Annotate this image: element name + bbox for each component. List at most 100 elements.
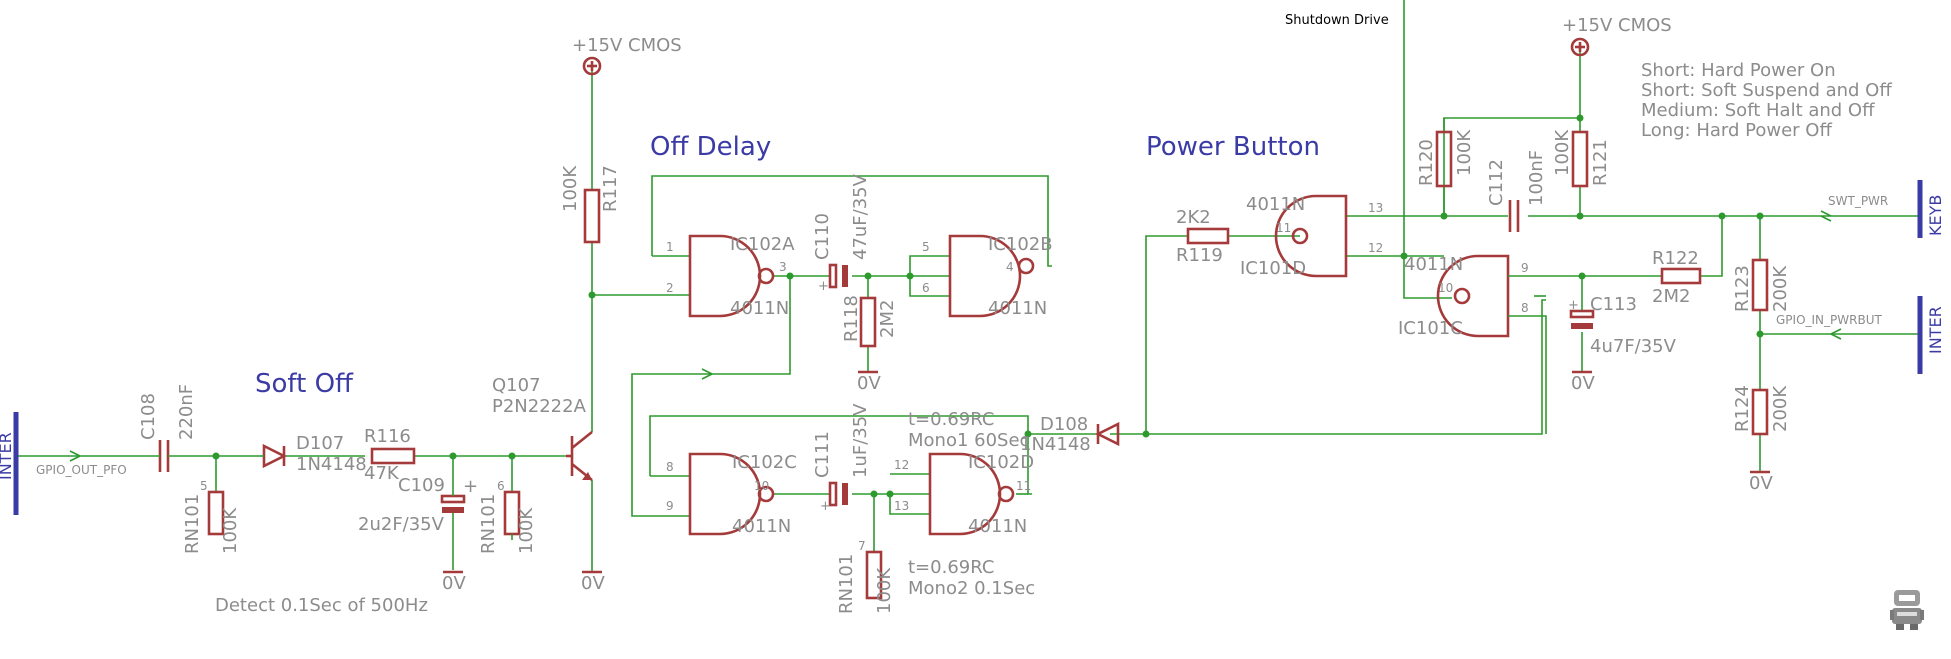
legend-button-actions: Short: Hard Power On Short: Soft Suspend… — [1641, 60, 1892, 141]
ic102a-pin3: 3 — [779, 260, 787, 274]
port-right-inter-label: INTER — [1926, 306, 1945, 354]
legend-line-2: Short: Soft Suspend and Off — [1641, 80, 1892, 101]
supply-vcc-right: +15V CMOS — [1562, 15, 1672, 57]
ic101c-name: IC101C — [1398, 318, 1463, 339]
nand-gate-ic101c: 10 9 8 4011N IC101C — [1398, 254, 1529, 339]
note-mono2-formula: t=0.69RC — [908, 557, 994, 578]
ic102d-value: 4011N — [968, 516, 1027, 537]
resistor-rn101-7: 7 RN101 100K — [836, 539, 895, 614]
gnd-c109: 0V — [442, 573, 466, 594]
ic101d-pin11: 11 — [1276, 221, 1291, 235]
diode-d108: D108 1N4148 — [1020, 414, 1120, 455]
note-detect: Detect 0.1Sec of 500Hz — [215, 595, 428, 616]
d107-name: D107 — [296, 433, 344, 454]
resistor-r122: R122 2M2 — [1652, 248, 1702, 307]
rn101-7-value: 100K — [874, 567, 895, 614]
c112-value: 100nF — [1526, 150, 1547, 206]
ic101d-pin12: 12 — [1368, 241, 1383, 255]
section-soft-off: Soft Off — [255, 369, 354, 399]
capacitor-c109: + C109 2u2F/35V — [358, 475, 478, 535]
transistor-q107: Q107 P2N2222A — [492, 375, 593, 482]
ic102b-name: IC102B — [988, 234, 1053, 255]
ic101d-value: 4011N — [1246, 194, 1305, 215]
r120-name: R120 — [1416, 139, 1437, 186]
ic102b-value: 4011N — [988, 298, 1047, 319]
q107-value: P2N2222A — [492, 396, 587, 417]
r121-value: 100K — [1552, 129, 1573, 176]
ic102a-name: IC102A — [730, 234, 795, 255]
net-gpio-in-pwrbut: GPIO_IN_PWRBUT — [1776, 313, 1882, 327]
ic101c-leads — [1508, 275, 1547, 434]
r119-name: R119 — [1176, 245, 1223, 266]
legend-line-1: Short: Hard Power On — [1641, 60, 1836, 81]
ic102c-name: IC102C — [732, 452, 797, 473]
capacitor-c108: C108 220nF — [138, 384, 197, 472]
ic102a-pin2: 2 — [666, 281, 674, 295]
section-power-button: Power Button — [1146, 132, 1320, 162]
c108-name: C108 — [138, 393, 159, 440]
r120-value: 100K — [1454, 129, 1475, 176]
resistor-r116: R116 47K — [364, 426, 416, 484]
ic101c-pin9: 9 — [1521, 261, 1529, 275]
c111-plus: + — [820, 499, 831, 514]
rn101-6-name: RN101 — [478, 494, 499, 554]
ic102c-pin9: 9 — [666, 499, 674, 513]
r117-name: R117 — [600, 165, 621, 212]
port-keyb-label: KEYB — [1926, 195, 1945, 236]
legend-line-4: Long: Hard Power Off — [1641, 120, 1832, 141]
rn101-6-value: 100K — [516, 507, 537, 554]
c109-plus: + — [463, 476, 478, 497]
resistor-r119: 2K2 R119 — [1176, 207, 1230, 266]
rn101-6-pin: 6 — [497, 479, 505, 493]
resistor-r121: 100K R121 — [1552, 129, 1611, 188]
resistor-r124: R124 200K — [1732, 385, 1791, 436]
ic102b-pin6: 6 — [922, 281, 930, 295]
port-left-inter: INTER — [0, 412, 19, 515]
ic102b-pin5: 5 — [922, 240, 930, 254]
c111-value: 1uF/35V — [850, 403, 871, 478]
ic102b-pin4: 4 — [1006, 260, 1014, 274]
nand-gate-ic101d: 11 13 12 4011N IC101D — [1240, 194, 1383, 279]
rn101-7-pin: 7 — [858, 539, 866, 553]
c111-name: C111 — [812, 431, 833, 478]
rn101-7-name: RN101 — [836, 554, 857, 614]
ic102a-value: 4011N — [730, 298, 789, 319]
r118-name: R118 — [841, 295, 862, 342]
c113-plus: + — [1568, 298, 1579, 313]
c110-name: C110 — [812, 213, 833, 260]
nand-gate-ic102c: 8 9 10 IC102C 4011N — [666, 452, 797, 537]
gnd-c113: 0V — [1571, 373, 1595, 394]
vcc-left-label: +15V CMOS — [572, 35, 682, 56]
ic102c-value: 4011N — [732, 516, 791, 537]
r121-name: R121 — [1590, 139, 1611, 186]
gnd-q107: 0V — [581, 573, 605, 594]
ic101c-value: 4011N — [1404, 254, 1463, 275]
r119-value: 2K2 — [1176, 207, 1211, 228]
c110-value: 47uF/35V — [850, 173, 871, 260]
ic102d-pin11: 11 — [1016, 479, 1031, 493]
note-mono1-time: Mono1 60Sec — [908, 430, 1029, 451]
ic101d-name: IC101D — [1240, 258, 1306, 279]
resistor-rn101-5: 5 RN101 100K — [182, 479, 241, 554]
port-left-inter-label: INTER — [0, 432, 15, 480]
ic102c-pin10: 10 — [754, 479, 769, 493]
supply-vcc-left: +15V CMOS — [572, 35, 682, 76]
net-gpio-out-pfo: GPIO_OUT_PFO — [36, 463, 127, 477]
junctions — [212, 114, 1764, 498]
vcc-right-label: +15V CMOS — [1562, 15, 1672, 36]
note-shutdown-drive: Shutdown Drive — [1285, 13, 1389, 28]
robot-logo-icon — [1890, 590, 1924, 630]
ic102d-pin13: 13 — [894, 499, 909, 513]
ground-symbols: 0V 0V 0V 0V 0V — [442, 370, 1773, 594]
rn101-5-value: 100K — [220, 507, 241, 554]
c108-value: 220nF — [176, 384, 197, 440]
note-mono2-time: Mono2 0.1Sec — [908, 578, 1035, 599]
c109-value: 2u2F/35V — [358, 514, 445, 535]
legend-line-3: Medium: Soft Halt and Off — [1641, 100, 1875, 121]
nand-gate-ic102d: 12 13 11 IC102D 4011N — [894, 452, 1034, 537]
ic101d-pin13: 13 — [1368, 201, 1383, 215]
gnd-r124: 0V — [1749, 473, 1773, 494]
q107-name: Q107 — [492, 375, 541, 396]
r116-value: 47K — [364, 463, 400, 484]
